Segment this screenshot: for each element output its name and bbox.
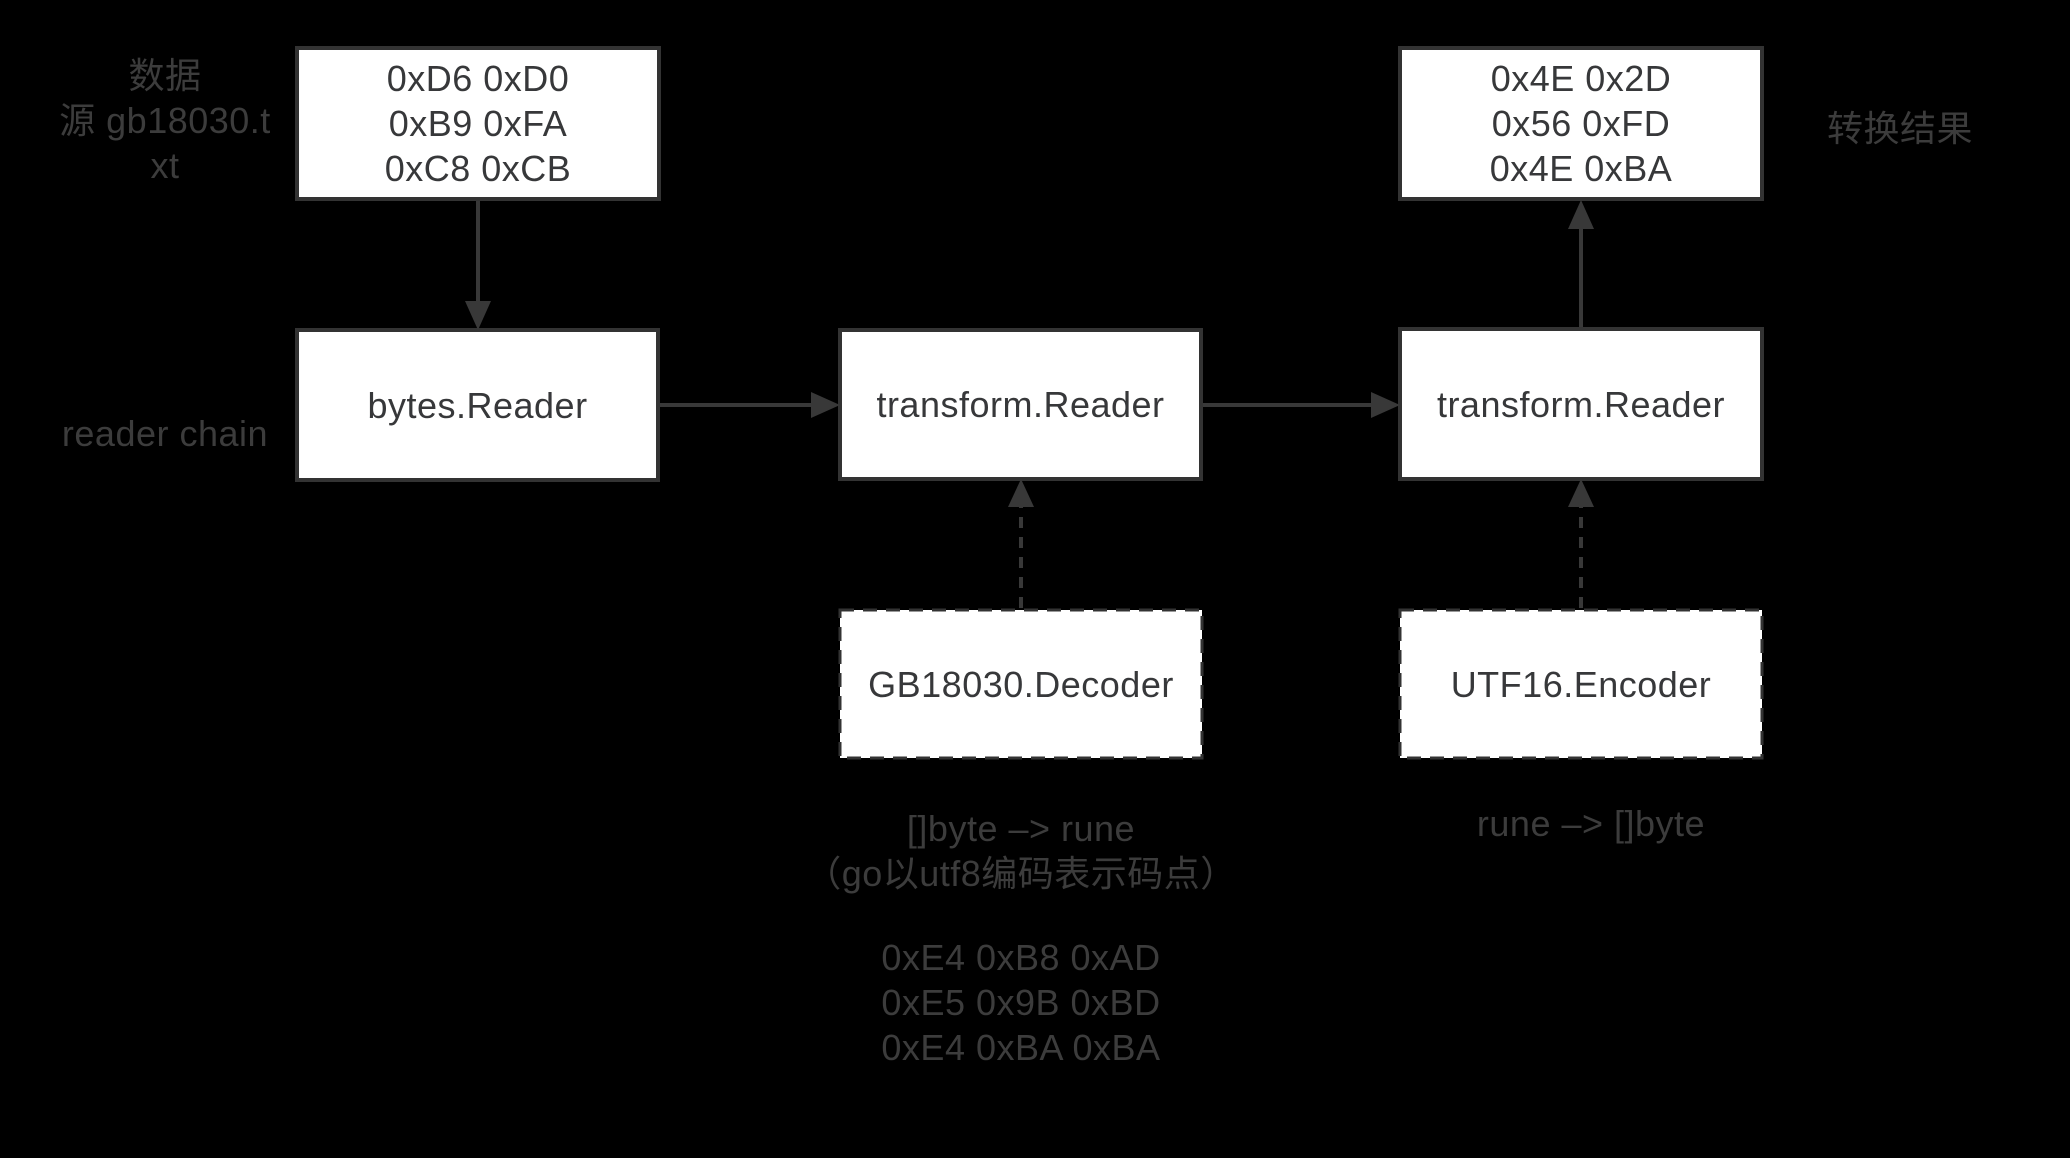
transform-reader-1-box-text: transform.Reader (840, 330, 1201, 479)
hex-line: 0x4E 0x2D (1490, 58, 1672, 99)
bytes-reader-box (295, 328, 660, 482)
arrow-bytes-reader-to-transform-1 (660, 392, 840, 418)
utf16-encoder-box-text: UTF16.Encoder (1400, 610, 1762, 758)
box-label: transform.Reader (1436, 383, 1726, 425)
source-bytes-box (295, 46, 661, 201)
decoder-note-label: []byte –> rune （go以utf8编码表示码点） (771, 806, 1271, 896)
decoder-note-line: （go以utf8编码表示码点） (805, 853, 1237, 894)
arrow-transform-2-to-result (1568, 200, 1594, 327)
utf8-bytes-line: 0xE4 0xBA 0xBA (881, 1027, 1161, 1068)
box-label: bytes.Reader (367, 384, 588, 426)
arrow-head-up-icon (1568, 479, 1594, 507)
data-source-label-line: xt (150, 145, 180, 186)
hex-line: 0xC8 0xCB (384, 148, 572, 189)
box-label: UTF16.Encoder (1450, 663, 1712, 705)
encoder-note-label: rune –> []byte (1476, 803, 1706, 844)
utf16-encoder-box (1398, 608, 1764, 760)
arrow-head-right-icon (1371, 392, 1400, 418)
hex-line: 0xB9 0xFA (388, 103, 568, 144)
utf8-bytes-line: 0xE4 0xB8 0xAD (881, 937, 1161, 978)
gb18030-decoder-box-text: GB18030.Decoder (840, 610, 1202, 758)
transform-reader-1-box (838, 328, 1203, 481)
arrow-transform-1-to-transform-2 (1203, 392, 1400, 418)
box-label: transform.Reader (876, 384, 1165, 425)
arrow-head-up-icon (1568, 200, 1594, 229)
conversion-result-label: 转换结果 (1826, 108, 1973, 149)
box-label: GB18030.Decoder (868, 663, 1174, 705)
decoder-note-line: []byte –> rune (906, 808, 1136, 849)
arrow-head-right-icon (811, 392, 840, 418)
data-source-label-line: 源 gb18030.t (59, 100, 271, 141)
gb18030-decoder-box (838, 608, 1204, 760)
utf8-bytes-label: 0xE4 0xB8 0xAD 0xE5 0x9B 0xBD 0xE4 0xBA … (771, 935, 1271, 1070)
data-source-label: 数据 源 gb18030.t xt (40, 53, 290, 188)
source-bytes-box-text: 0xD6 0xD0 0xB9 0xFA 0xC8 0xCB (297, 48, 659, 199)
result-bytes-box-text: 0x4E 0x2D 0x56 0xFD 0x4E 0xBA (1400, 48, 1762, 199)
reader-chain-label: reader chain (61, 413, 269, 454)
arrow-source-to-bytes-reader (465, 201, 491, 330)
data-source-label-line: 数据 (128, 55, 202, 96)
result-bytes-box (1398, 46, 1764, 201)
arrow-head-up-icon (1008, 479, 1034, 507)
hex-line: 0x4E 0xBA (1489, 148, 1673, 189)
arrow-encoder-to-transform-2 (1568, 479, 1594, 608)
arrow-decoder-to-transform-1 (1008, 479, 1034, 608)
hex-line: 0xD6 0xD0 (386, 58, 570, 99)
transform-reader-2-box-text: transform.Reader (1400, 329, 1762, 479)
utf8-bytes-line: 0xE5 0x9B 0xBD (881, 982, 1161, 1023)
bytes-reader-box-text: bytes.Reader (297, 330, 658, 480)
arrow-head-down-icon (465, 301, 491, 330)
hex-line: 0x56 0xFD (1491, 103, 1671, 144)
